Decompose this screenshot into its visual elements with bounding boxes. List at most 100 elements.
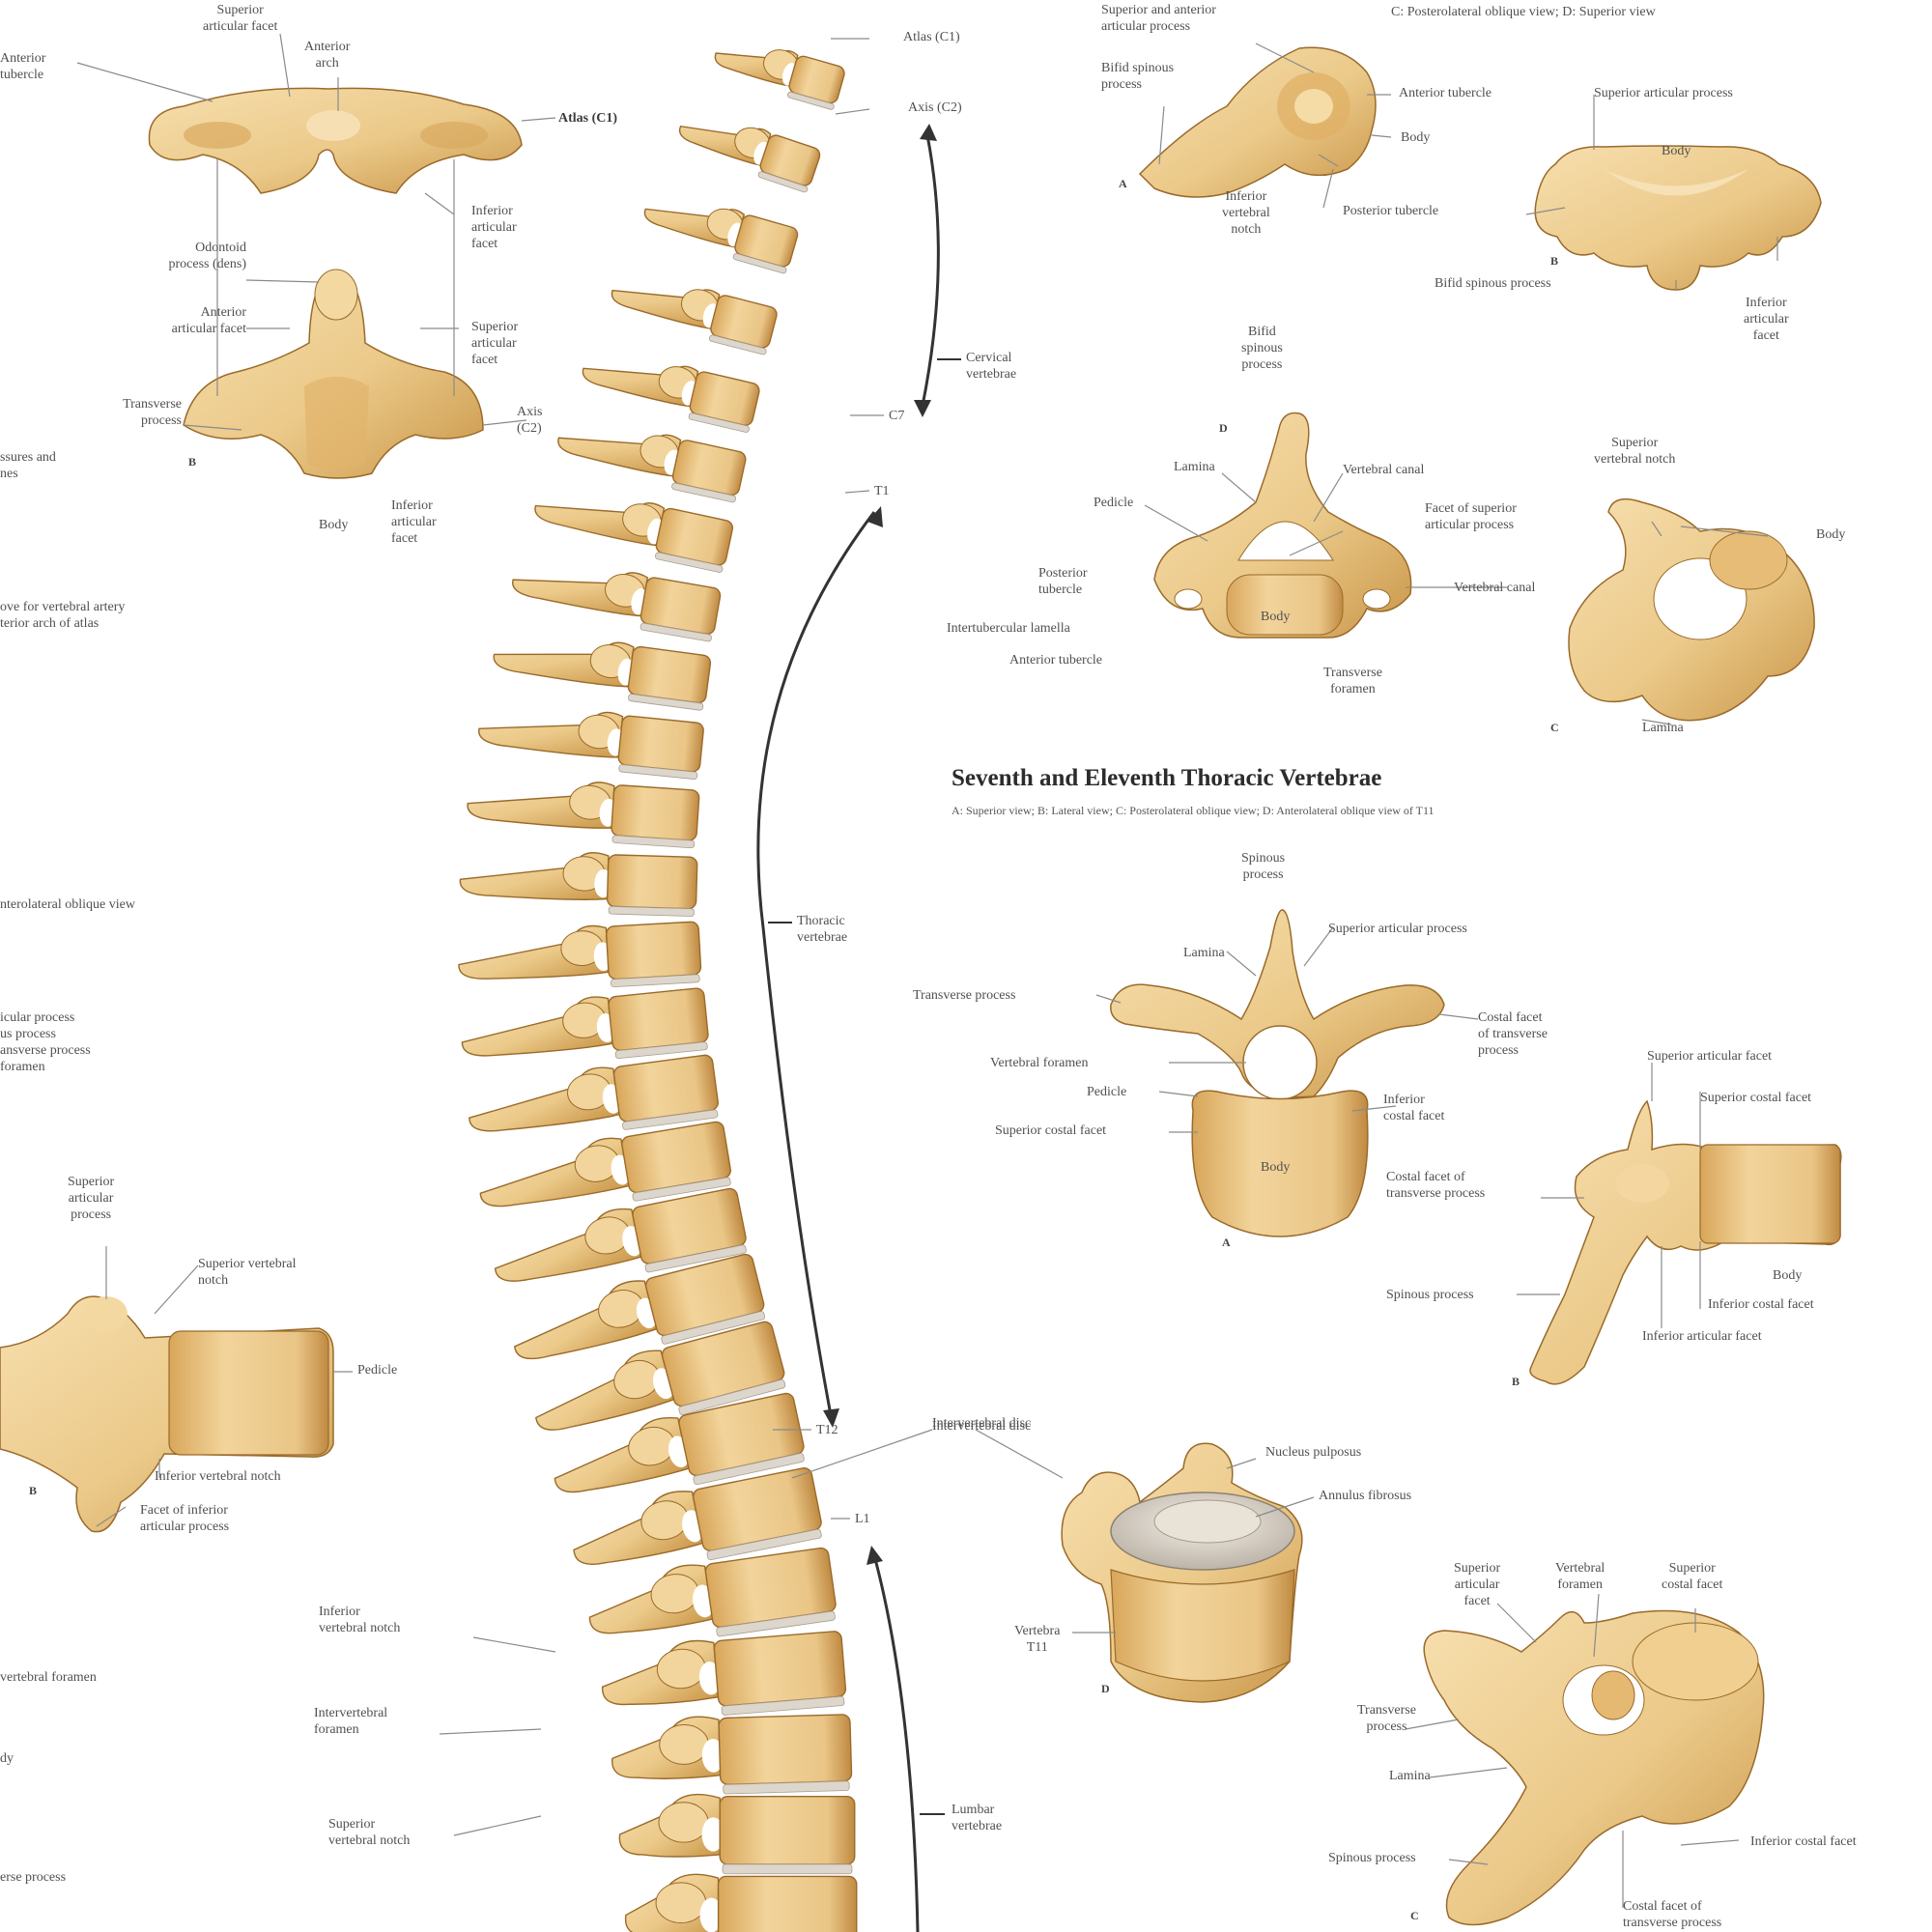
lumbar-arrowhead-top (867, 1546, 883, 1565)
spine-intervertebral-disc (721, 1695, 845, 1716)
spine-inferior-vertebral-notch-label: Inferior vertebral notch (319, 1605, 401, 1635)
spine-foramen (701, 1738, 724, 1773)
atlas-anterior-tubercle-label: Anterior tubercle (0, 51, 46, 82)
t11c-superior-articular-facet-label: Superior articular facet (1454, 1561, 1501, 1608)
dens-label: Odontoid process (dens) (168, 241, 246, 271)
spine-articular-process (655, 1882, 707, 1924)
spine-vertebra (618, 1793, 856, 1875)
c-bifid-spinous-label: Bifid spinous process (1101, 61, 1175, 92)
section-subtitle: A: Superior view; B: Lateral view; C: Po… (952, 804, 1435, 817)
t11-intervertebral-disc-label: Intervertebral disc (932, 1416, 1032, 1431)
sup-anterior-tubercle-label: Anterior tubercle (1009, 653, 1103, 668)
t7-costal-facet-transverse-label: Costal facet of transverse process (1478, 1010, 1548, 1058)
left-edge-label-b: ove for vertebral artery terior arch of … (0, 600, 126, 631)
axis-vertebra-illustration (183, 269, 484, 479)
spine-arch (478, 711, 624, 758)
c-anterior-tubercle-label: Anterior tubercle (1399, 86, 1492, 100)
axis-c2-label: Axis (C2) (517, 405, 543, 436)
t7b-costal-facet-transverse-label: Costal facet of transverse process (1386, 1170, 1486, 1201)
spine-arch (467, 781, 615, 829)
spine-t1-label: T1 (874, 484, 890, 498)
sup-pedicle-label: Pedicle (1094, 496, 1134, 510)
c-body2-label: Body (1662, 144, 1691, 158)
spine-vertebra (458, 921, 702, 988)
t11c-lamina-label: Lamina (1389, 1769, 1431, 1783)
t7-pedicle-label: Pedicle (1087, 1085, 1127, 1099)
spine-vertebral-body (718, 1714, 853, 1786)
cervical-arrowhead-top (920, 124, 937, 141)
c-inferior-vertebral-notch-label: Inferior vertebral notch (1222, 189, 1270, 237)
t7b-spinous-process-label: Spinous process (1386, 1288, 1474, 1302)
t7-spinous-process-label: Spinous process (1241, 851, 1286, 882)
t7-letter-a: A (1222, 1236, 1231, 1249)
spine-vertebra (459, 852, 698, 917)
t11-nucleus-pulposus-label: Nucleus pulposus (1265, 1445, 1362, 1460)
obl-letter-c: C (1550, 721, 1559, 734)
axis-anterior-articular-facet-label: Anterior articular facet (171, 305, 246, 336)
spine-articular-process (658, 1802, 709, 1843)
sup-vertebral-canal-label: Vertebral canal (1343, 463, 1425, 477)
c-body-label: Body (1401, 130, 1431, 145)
spine-intervertebral-disc-label: Intervertebral disc (932, 1419, 1032, 1434)
spine-vertebra (624, 1873, 858, 1932)
spine-superior-vertebral-notch-label: Superior vertebral notch (328, 1817, 411, 1848)
spine-vertebral-body (606, 854, 698, 910)
spine-cervical-label: Cervical vertebrae (966, 351, 1017, 382)
cervical-lateral-illustration (1138, 46, 1377, 198)
spine-intervertebral-disc (611, 974, 700, 988)
sup-intertubercular-lamella-label: Intertubercular lamella (947, 621, 1070, 636)
spine-arch (459, 852, 610, 900)
sup-posterior-tubercle-label: Posterior tubercle (1038, 566, 1088, 597)
t11-letter-d: D (1101, 1682, 1110, 1695)
spine-intervertebral-disc (611, 835, 696, 849)
spine-intervertebral-disc (708, 334, 767, 355)
cervical-posterior-illustration (1534, 145, 1822, 291)
spine-vertebra (678, 125, 821, 193)
spine-foramen (701, 1817, 724, 1852)
spine-intervertebral-disc (661, 1311, 766, 1345)
spine-intervertebral-disc (722, 1863, 853, 1875)
axis-letter-b: B (188, 455, 197, 469)
spine-foramen (699, 1897, 724, 1932)
spine-vertebral-body (611, 784, 700, 841)
thoracic-arrowhead-top (867, 506, 883, 527)
obl-body-label: Body (1816, 527, 1846, 542)
cervical-range-arrow (921, 134, 940, 407)
spine-intervertebral-disc (757, 171, 809, 193)
t7b-inferior-costal-facet-label: Inferior costal facet (1708, 1297, 1814, 1312)
c-top-superior-articular-label: Superior and anterior articular process (1101, 3, 1216, 34)
t7-superior-costal-facet-label: Superior costal facet (995, 1123, 1107, 1138)
sup-body-label: Body (1261, 610, 1291, 624)
spine-vertebra (469, 1054, 719, 1132)
t7-lamina-label: Lamina (1183, 946, 1225, 960)
obl-lamina-label: Lamina (1642, 721, 1684, 735)
spine-intervertebral-disc (622, 1109, 719, 1130)
lat-superior-vertebral-notch-label: Superior vertebral notch (198, 1257, 297, 1288)
spine-intervertebral-disc (693, 1453, 805, 1486)
spine-intervertebral-foramen-label: Intervertebral foramen (314, 1706, 388, 1737)
spine-vertebra (611, 289, 778, 355)
left-edge-label-a: ssures and nes (0, 450, 56, 481)
obl-vertebral-canal-label: Vertebral canal (1454, 581, 1536, 595)
lat-pedicle-label: Pedicle (357, 1363, 398, 1378)
cervical-oblique-illustration (1568, 497, 1815, 722)
left-edge-label-f: dy (0, 1751, 14, 1766)
section-title: Seventh and Eleventh Thoracic Vertebrae (952, 765, 1382, 791)
t11-oblique-illustration (1423, 1609, 1765, 1926)
axis-superior-articular-facet-label: Superior articular facet (471, 320, 519, 367)
spine-vertebra (611, 1714, 853, 1795)
spine-vertebra (478, 711, 704, 780)
lumbar-range-arrow (872, 1554, 920, 1932)
t7b-superior-articular-facet-label: Superior articular facet (1647, 1049, 1773, 1064)
spine-vertebral-body (608, 987, 709, 1052)
t7b-letter-b: B (1512, 1375, 1520, 1388)
t7b-inferior-articular-facet-label: Inferior articular facet (1642, 1329, 1762, 1344)
spine-vertebra (479, 1121, 731, 1208)
leader-lines (76, 33, 1778, 1908)
axis-body-label: Body (319, 518, 349, 532)
lat-facet-inferior-articular-label: Facet of inferior articular process (140, 1503, 230, 1534)
spine-vertebra (467, 781, 700, 849)
spine-intervertebral-disc (786, 91, 835, 110)
sup-facet-superior-articular-label: Facet of superior articular process (1425, 501, 1517, 532)
